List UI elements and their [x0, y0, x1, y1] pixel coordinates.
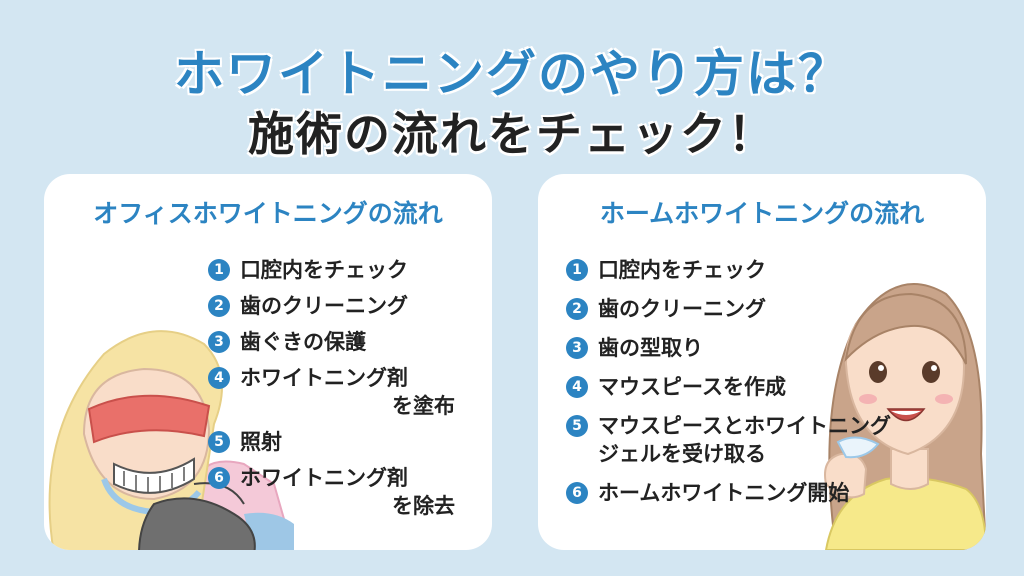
page-title: ホワイトニングのやり方は？ — [174, 45, 850, 103]
step-number-badge: 4 — [566, 376, 588, 398]
dental-patient-illustration — [48, 330, 294, 550]
step-text: 歯ぐきの保護 — [240, 330, 366, 354]
office-step: 5 照射 — [208, 428, 455, 456]
office-card-title: オフィスホワイトニングの流れ — [93, 199, 443, 228]
home-card-title: ホームホワイトニングの流れ — [599, 199, 925, 228]
step-number-badge: 6 — [566, 482, 588, 504]
step-number-badge: 5 — [566, 415, 588, 437]
step-number-badge: 3 — [566, 337, 588, 359]
office-whitening-card: オフィスホワイトニングの流れ 1 口腔内をチェック 2 歯のクリーニング 3 歯… — [44, 174, 492, 550]
step-text: 照射 — [240, 430, 282, 454]
step-text: ホワイトニング剤 — [240, 466, 408, 490]
step-text: 口腔内をチェック — [598, 258, 766, 282]
home-step: 4 マウスピースを作成 — [566, 373, 891, 401]
step-number-badge: 3 — [208, 331, 230, 353]
step-number-badge: 1 — [566, 259, 588, 281]
home-steps-list: 1 口腔内をチェック 2 歯のクリーニング 3 歯の型取り 4 マウスピースを作… — [566, 256, 891, 518]
step-text: 口腔内をチェック — [240, 258, 408, 282]
step-text: 歯のクリーニング — [598, 297, 766, 321]
step-text: 歯の型取り — [598, 336, 703, 360]
home-step: 1 口腔内をチェック — [566, 256, 891, 284]
step-text-continued: を塗布 — [392, 394, 455, 418]
office-step: 1 口腔内をチェック — [208, 256, 455, 284]
step-text: ホワイトニング剤 — [240, 366, 408, 390]
step-text: 歯のクリーニング — [240, 294, 408, 318]
step-text: マウスピースとホワイトニング — [598, 414, 891, 438]
home-step: 2 歯のクリーニング — [566, 295, 891, 323]
step-number-badge: 5 — [208, 431, 230, 453]
page-subtitle: 施術の流れをチェック！ — [248, 107, 776, 161]
office-steps-list: 1 口腔内をチェック 2 歯のクリーニング 3 歯ぐきの保護 4 ホワイトニング… — [208, 256, 455, 528]
step-number-badge: 2 — [208, 295, 230, 317]
step-number-badge: 2 — [566, 298, 588, 320]
step-number-badge: 6 — [208, 467, 230, 489]
step-text: マウスピースを作成 — [598, 375, 786, 399]
office-step: 4 ホワイトニング剤 を塗布 — [208, 364, 455, 420]
home-whitening-card: ホームホワイトニングの流れ 1 口腔内をチェック 2 歯のクリーニング 3 歯の… — [538, 174, 986, 550]
step-text-continued: ジェルを受け取る — [598, 442, 766, 466]
step-number-badge: 4 — [208, 367, 230, 389]
step-text-continued: を除去 — [392, 494, 455, 518]
step-number-badge: 1 — [208, 259, 230, 281]
office-step: 3 歯ぐきの保護 — [208, 328, 455, 356]
home-step: 5 マウスピースとホワイトニング ジェルを受け取る — [566, 412, 891, 468]
office-step: 2 歯のクリーニング — [208, 292, 455, 320]
step-text: ホームホワイトニング開始 — [598, 481, 850, 505]
home-step: 6 ホームホワイトニング開始 — [566, 479, 891, 507]
home-step: 3 歯の型取り — [566, 334, 891, 362]
smiling-woman-illustration — [824, 283, 986, 550]
office-step: 6 ホワイトニング剤 を除去 — [208, 464, 455, 520]
